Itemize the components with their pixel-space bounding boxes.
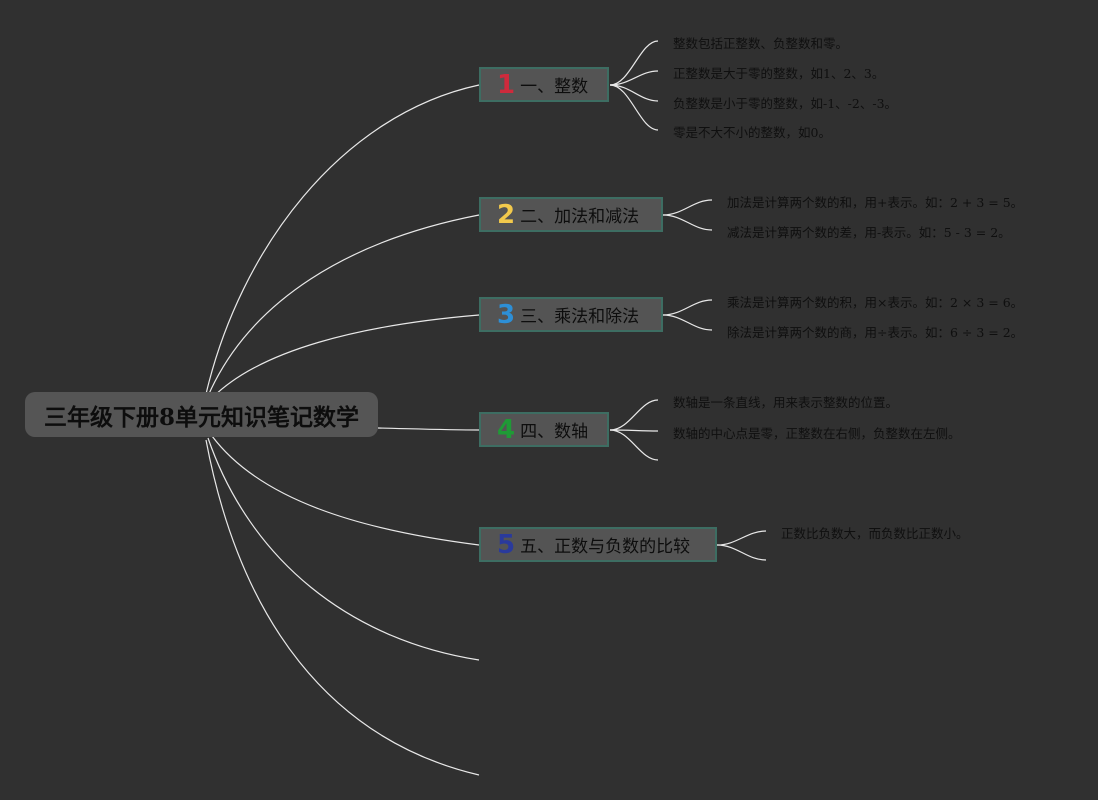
leaf-5-1[interactable]: 正数比负数大，而负数比正数小。 xyxy=(781,526,969,541)
connector-leaf-2-2 xyxy=(662,214,713,231)
connector-leaf-1-1 xyxy=(609,40,659,86)
leaf-1-4[interactable]: 零是不大不小的整数，如0。 xyxy=(673,125,831,140)
connector-leaf-1-2 xyxy=(609,70,659,86)
connector-leaf-2-1 xyxy=(662,199,713,216)
connector-leaf-5-1 xyxy=(716,530,767,546)
topic-number-3: 3 xyxy=(497,299,516,330)
leaf-1-1[interactable]: 整数包括正整数、负整数和零。 xyxy=(673,36,849,51)
leaf-2-2[interactable]: 减法是计算两个数的差，用-表示。如：5 - 3 = 2。 xyxy=(727,225,1011,240)
connector-topic-3 xyxy=(211,314,480,399)
connector-empty-7 xyxy=(205,439,480,776)
leaf-3-2[interactable]: 除法是计算两个数的商，用÷表示。如：6 ÷ 3 = 2。 xyxy=(727,325,1024,340)
connector-leaf-5-2 xyxy=(716,544,767,561)
connector-topic-5 xyxy=(211,435,480,546)
connector-topic-1 xyxy=(205,84,480,395)
topic-number-4: 4 xyxy=(497,414,516,445)
connector-leaf-4-1 xyxy=(609,399,659,431)
connector-leaf-1-4 xyxy=(609,84,659,131)
connector-topic-4 xyxy=(377,427,480,431)
topic-3[interactable]: 3 三、乘法和除法 xyxy=(479,297,663,332)
topic-label-5: 五、正数与负数的比较 xyxy=(520,537,691,557)
topic-label-4: 四、数轴 xyxy=(520,422,589,442)
topic-label-1: 一、整数 xyxy=(520,77,589,97)
topic-5[interactable]: 5 五、正数与负数的比较 xyxy=(479,527,717,562)
connector-leaf-3-1 xyxy=(662,299,713,316)
leaf-3-1[interactable]: 乘法是计算两个数的积，用×表示。如：2 × 3 = 6。 xyxy=(727,295,1024,310)
leaf-4-1[interactable]: 数轴是一条直线，用来表示整数的位置。 xyxy=(673,395,899,410)
topic-2[interactable]: 2 二、加法和减法 xyxy=(479,197,663,232)
connector-empty-6 xyxy=(207,437,480,661)
topic-1[interactable]: 1 一、整数 xyxy=(479,67,609,102)
root-title: 三年级下册8单元知识笔记数学 xyxy=(43,403,359,431)
topic-label-2: 二、加法和减法 xyxy=(520,207,640,227)
topic-number-2: 2 xyxy=(497,199,516,230)
leaf-2-1[interactable]: 加法是计算两个数的和，用+表示。如：2 + 3 = 5。 xyxy=(727,195,1024,210)
topic-4[interactable]: 4 四、数轴 xyxy=(479,412,609,447)
connector-leaf-3-2 xyxy=(662,314,713,331)
connector-leaf-4-3 xyxy=(609,429,659,461)
leaf-1-3[interactable]: 负整数是小于零的整数，如-1、-2、-3。 xyxy=(673,96,898,111)
root-topic[interactable]: 三年级下册8单元知识笔记数学 xyxy=(25,392,378,437)
leaf-4-2[interactable]: 数轴的中心点是零，正整数在右侧，负整数在左侧。 xyxy=(673,426,961,441)
topic-number-1: 1 xyxy=(497,69,516,100)
connector-topic-2 xyxy=(207,214,480,397)
topic-label-3: 三、乘法和除法 xyxy=(520,307,640,327)
topic-number-5: 5 xyxy=(497,529,516,560)
leaf-1-2[interactable]: 正整数是大于零的整数，如1、2、3。 xyxy=(673,66,885,81)
